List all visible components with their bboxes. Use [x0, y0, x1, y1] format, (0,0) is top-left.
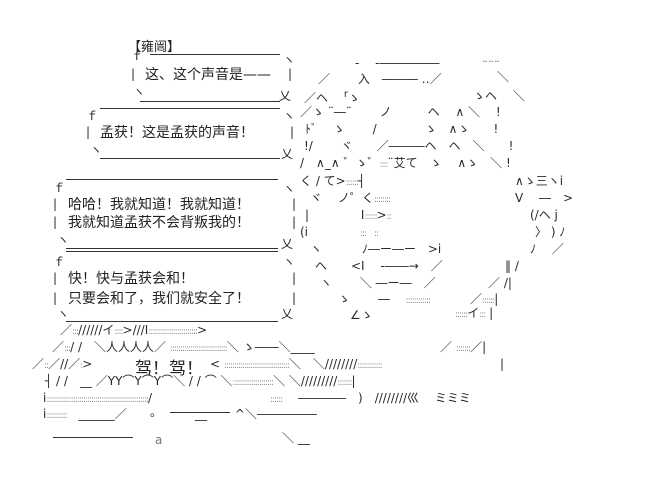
small-circle-mark: 。: [150, 405, 163, 419]
bubble-3-line-1: 哈哈！我就知道！我就知道！: [68, 197, 250, 213]
bubble-1-text: 这、这个声音是——: [145, 67, 271, 83]
bubble-4-line-1: 快！快与孟获会和！: [68, 271, 194, 287]
small-a-mark: a: [155, 433, 163, 447]
bubble-3-line-2: 我就知道孟获不会背叛我的！: [68, 215, 250, 231]
speaker-label: 【雍闿】: [128, 40, 181, 55]
bubble-4-line-2: 只要会和了，我们就安全了！: [68, 291, 250, 307]
sound-effect-text: 驾！驾！: [135, 359, 203, 379]
bubble-2-text: 孟获！这是孟获的声音！: [100, 125, 254, 141]
